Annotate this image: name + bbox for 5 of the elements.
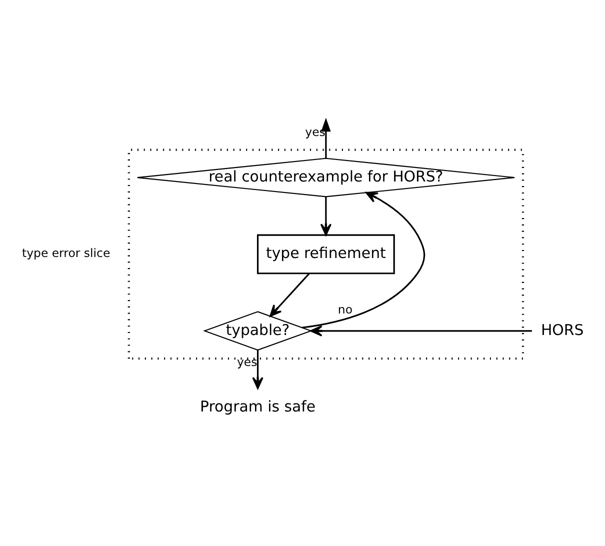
node-text: HORS	[540, 320, 584, 339]
node-text: Program is safe	[200, 398, 316, 416]
edge-label: yes	[237, 354, 258, 369]
label: type error slice	[22, 246, 110, 260]
edge-label: no	[338, 302, 353, 316]
